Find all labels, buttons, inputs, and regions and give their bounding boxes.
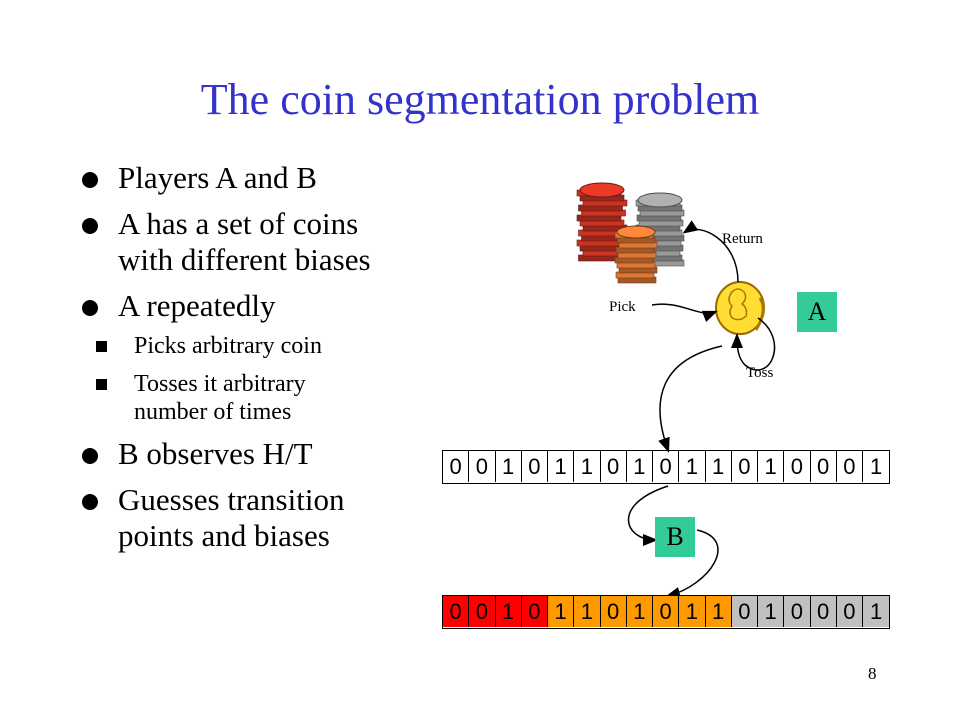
- sequence-cell: 0: [653, 451, 680, 482]
- sub-bullet-list: Picks arbitrary coin Tosses it arbitrary…: [80, 332, 440, 426]
- sub-bullet-line: number of times: [134, 399, 292, 425]
- bullet-line: A has a set of coins: [118, 206, 359, 241]
- sequence-cell: 1: [705, 596, 732, 627]
- gold-coin-icon: [715, 281, 765, 335]
- sequence-cell: 0: [443, 451, 470, 482]
- return-arrow: [682, 220, 739, 283]
- sequence-cell: 0: [732, 451, 758, 482]
- sequence-cell: 0: [600, 596, 627, 627]
- pick-arrow: [651, 303, 718, 323]
- page-number: 8: [868, 664, 877, 683]
- player-a-box: A: [797, 292, 837, 332]
- coin-top: [616, 225, 656, 239]
- sub-bullet-line: Tosses it arbitrary: [134, 371, 306, 397]
- sequence-cell: 1: [679, 451, 706, 482]
- sequence-cell: 0: [836, 596, 863, 627]
- sequence-cell: 1: [496, 451, 522, 482]
- pick-label: Pick: [609, 299, 636, 315]
- square-bullet-icon: [96, 379, 107, 390]
- bullet-repeatedly: A repeatedly: [80, 288, 440, 324]
- sequence-cell: 0: [522, 451, 548, 482]
- bullet-dot-icon: [82, 172, 98, 188]
- return-label: Return: [722, 231, 763, 247]
- coin-top: [579, 182, 625, 198]
- bullet-dot-icon: [82, 300, 98, 316]
- bullet-players: Players A and B: [80, 160, 440, 196]
- bullet-dot-icon: [82, 494, 98, 510]
- sequence-cell: 1: [870, 454, 883, 479]
- sequence-cell: 1: [863, 596, 890, 627]
- bullet-text: B observes H/T: [118, 436, 313, 471]
- sequence-cell: 0: [810, 596, 837, 627]
- sequence-cell: 0: [653, 596, 680, 627]
- segment-arrow: [665, 529, 719, 599]
- bullet-text: Players A and B: [118, 160, 317, 195]
- bullet-coins: A has a set of coins with different bias…: [80, 206, 440, 278]
- red-coin-stack-icon: [576, 182, 628, 262]
- sequence-cell: 0: [811, 451, 837, 482]
- bullet-observes: B observes H/T: [80, 436, 440, 472]
- sequence-cell: 1: [627, 451, 653, 482]
- sub-bullet-line: Picks arbitrary coin: [134, 333, 322, 359]
- sequence-cell: 1: [548, 451, 575, 482]
- sequence-cell: 1: [548, 596, 575, 627]
- sub-bullet-toss: Tosses it arbitrary number of times: [96, 370, 440, 426]
- observe-arrow: [627, 485, 669, 546]
- sequence-cell: 0: [443, 596, 470, 627]
- bullet-line: points and biases: [118, 518, 330, 553]
- sequence-cell: 0: [837, 451, 863, 482]
- sequence-cell: 0: [784, 451, 811, 482]
- toss-loop-arrow: [731, 317, 776, 371]
- bullet-line: Guesses transition: [118, 482, 345, 517]
- bullet-text: A repeatedly: [118, 288, 276, 323]
- sequence-cell: 1: [758, 596, 785, 627]
- sub-bullet-pick: Picks arbitrary coin: [96, 332, 440, 360]
- sequence-cell: 1: [495, 596, 522, 627]
- sequence-cell: 1: [679, 596, 706, 627]
- bullet-line: with different biases: [118, 242, 371, 277]
- sequence-cell: 1: [574, 596, 601, 627]
- sequence-cell: 1: [574, 451, 601, 482]
- sequence-cell: 0: [601, 451, 627, 482]
- bullet-list: Players A and B A has a set of coins wit…: [80, 160, 440, 564]
- toss-label: Toss: [746, 365, 774, 381]
- orange-coin-stack-icon: [614, 225, 658, 284]
- player-b-box: B: [655, 517, 695, 557]
- gray-coin-stack-icon: [635, 192, 685, 267]
- coin-top: [637, 192, 683, 208]
- sequence-cell: 1: [706, 451, 732, 482]
- bullet-guesses: Guesses transition points and biases: [80, 482, 440, 554]
- sequence-cell: 0: [521, 596, 548, 627]
- slide-title: The coin segmentation problem: [200, 75, 760, 124]
- sequence-cell: 0: [469, 596, 496, 627]
- bullet-dot-icon: [82, 448, 98, 464]
- sequence-cell: 1: [758, 451, 785, 482]
- bullet-dot-icon: [82, 218, 98, 234]
- square-bullet-icon: [96, 341, 107, 352]
- sequence-cell: 0: [784, 596, 811, 627]
- sequence-cell: 1: [626, 596, 653, 627]
- output-arrow: [658, 345, 723, 453]
- sequence-cell: 0: [469, 451, 496, 482]
- sequence-cell: 0: [731, 596, 758, 627]
